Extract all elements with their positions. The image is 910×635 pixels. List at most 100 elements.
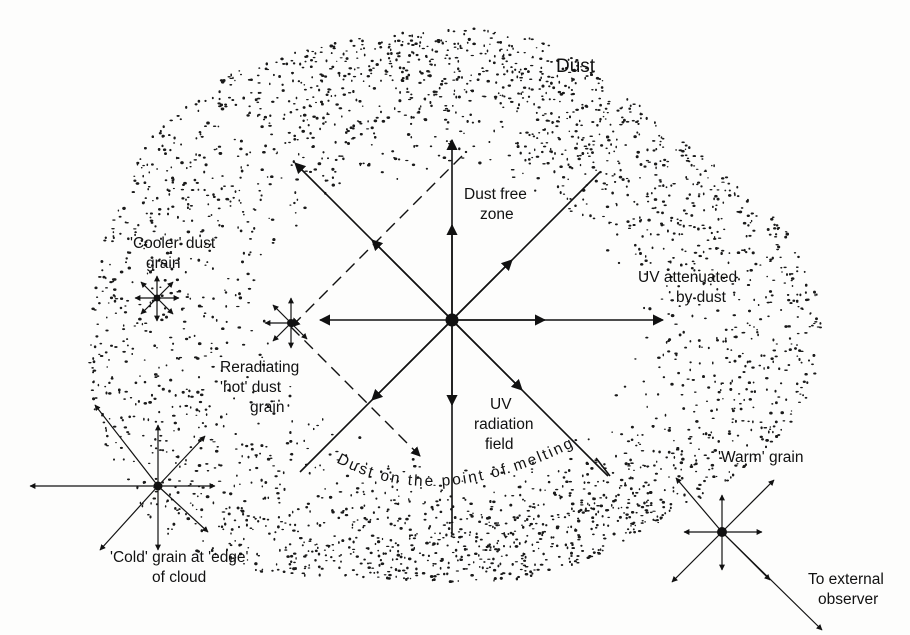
dust-speck <box>394 107 395 110</box>
dust-speck <box>446 522 447 524</box>
dust-speck <box>588 492 591 495</box>
dust-speck <box>542 50 544 52</box>
dust-speck <box>528 158 531 161</box>
dust-speck <box>707 239 710 241</box>
dust-speck <box>489 500 491 503</box>
dust-speck <box>688 438 691 440</box>
dust-speck <box>402 67 405 70</box>
dust-speck <box>324 75 327 77</box>
dust-speck <box>436 574 439 576</box>
dust-speck <box>416 54 419 56</box>
dust-speck <box>599 104 602 107</box>
dust-speck <box>502 57 506 59</box>
dust-speck <box>681 233 683 235</box>
dust-speck <box>601 90 604 91</box>
dust-speck <box>489 60 491 63</box>
dust-speck <box>182 369 184 371</box>
dust-speck <box>324 549 326 550</box>
dust-speck <box>189 336 191 338</box>
dust-speck <box>166 364 168 366</box>
dust-speck <box>665 414 666 417</box>
dust-speck <box>670 299 674 301</box>
dust-speck <box>469 114 471 116</box>
dust-speck <box>567 513 570 515</box>
dust-speck <box>110 297 113 299</box>
dust-speck <box>703 193 705 196</box>
dust-speck <box>323 522 325 523</box>
dust-speck <box>440 560 443 562</box>
dust-speck <box>728 432 731 435</box>
dust-speck <box>654 187 656 189</box>
dust-speck <box>531 488 534 489</box>
dust-speck <box>503 66 504 68</box>
dust-speck <box>281 84 283 86</box>
dust-speck <box>699 345 701 348</box>
dust-speck <box>434 136 437 138</box>
dust-speck <box>327 157 329 159</box>
dust-speck <box>350 40 353 43</box>
dust-speck <box>589 136 593 137</box>
dust-speck <box>440 39 442 41</box>
dust-speck <box>773 227 776 229</box>
dust-speck <box>439 499 441 502</box>
dust-speck <box>93 380 95 383</box>
dust-speck <box>493 130 495 133</box>
dust-speck <box>521 72 524 74</box>
dust-speck <box>645 509 649 511</box>
dust-speck <box>393 525 396 526</box>
dust-speck <box>119 233 121 235</box>
dust-speck <box>411 34 413 37</box>
dust-speck <box>151 163 154 165</box>
dust-speck <box>105 351 108 353</box>
dust-speck <box>501 556 503 557</box>
dust-speck <box>529 163 531 165</box>
dust-speck <box>340 57 343 58</box>
dust-speck <box>160 319 163 322</box>
dust-speck <box>177 115 180 117</box>
dust-speck <box>714 381 716 383</box>
dust-speck <box>698 193 701 194</box>
dust-speck <box>557 185 559 188</box>
dust-speck <box>798 358 800 361</box>
dust-grain-icon <box>717 527 727 537</box>
dust-speck <box>355 537 357 539</box>
dust-speck <box>245 445 248 447</box>
dust-speck <box>620 485 623 487</box>
dust-speck <box>229 492 232 495</box>
dust-speck <box>462 497 465 499</box>
dust-speck <box>265 446 267 448</box>
dust-speck <box>693 464 695 466</box>
dust-speck <box>215 423 218 425</box>
dust-speck <box>250 330 253 331</box>
dust-speck <box>690 214 693 217</box>
dust-speck <box>310 59 313 61</box>
dust-grain-icon <box>287 319 295 327</box>
dust-speck <box>105 237 107 239</box>
dust-speck <box>652 207 655 209</box>
dust-speck <box>215 347 218 350</box>
dust-speck <box>190 396 194 398</box>
dust-speck <box>680 264 683 267</box>
dust-speck <box>109 418 111 420</box>
dust-speck <box>639 216 640 219</box>
dust-speck <box>281 177 283 178</box>
dust-speck <box>410 97 414 99</box>
dust-speck <box>553 492 556 495</box>
dust-speck <box>253 227 255 230</box>
dust-speck <box>206 495 210 498</box>
dust-speck <box>217 102 220 104</box>
dust-speck <box>187 203 189 206</box>
dust-speck <box>656 211 659 213</box>
dust-speck <box>414 547 415 550</box>
dust-speck <box>242 211 244 213</box>
dust-speck <box>639 177 641 179</box>
dust-speck <box>194 159 197 160</box>
dust-speck <box>246 376 249 378</box>
dust-speck <box>353 551 355 553</box>
dust-speck <box>202 296 205 298</box>
dust-speck <box>539 71 542 73</box>
dust-speck <box>592 162 594 164</box>
dust-speck <box>370 552 373 554</box>
dust-speck <box>479 558 482 559</box>
dust-speck <box>122 207 125 210</box>
